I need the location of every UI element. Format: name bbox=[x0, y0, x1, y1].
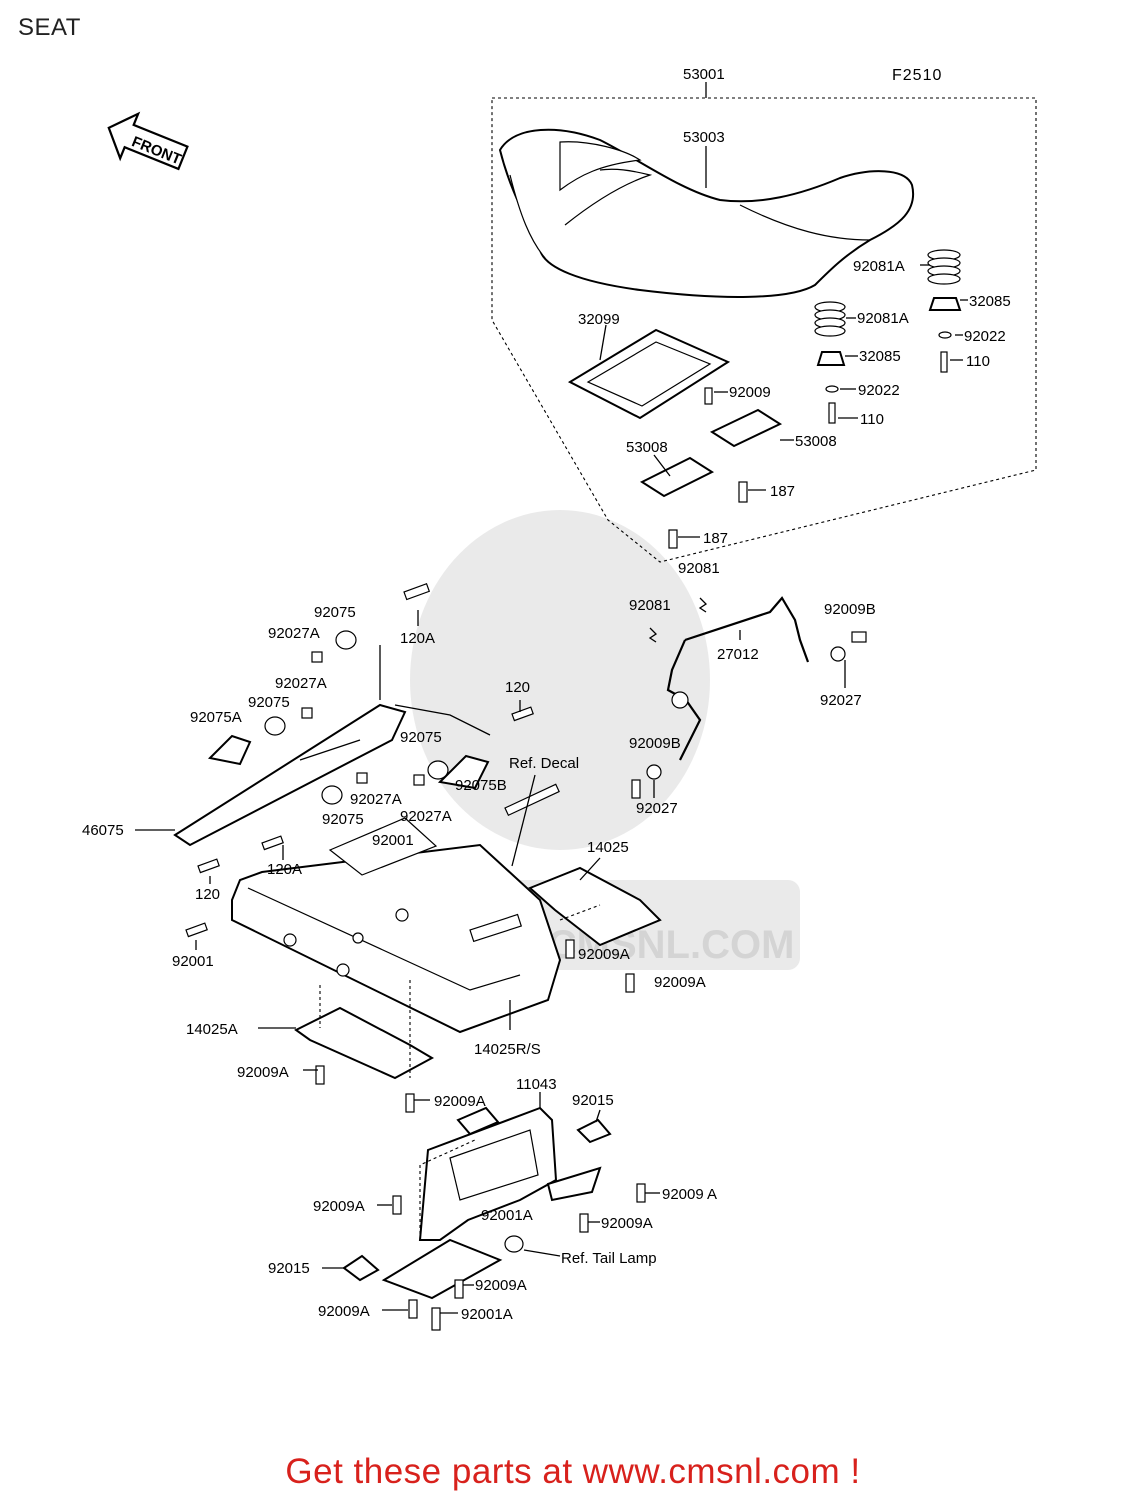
label-92027A: 92027A bbox=[350, 791, 402, 808]
label-92009A: 92009A bbox=[578, 946, 630, 963]
label-110: 110 bbox=[966, 353, 990, 370]
grab-rail bbox=[173, 703, 407, 847]
label-46075: 46075 bbox=[82, 822, 124, 839]
label-92075: 92075 bbox=[322, 811, 364, 828]
label-ref-tail-lamp: Ref. Tail Lamp bbox=[561, 1250, 657, 1267]
diagram-code: F2510 bbox=[892, 67, 942, 84]
spring-upper bbox=[927, 249, 961, 285]
label-92027A: 92027A bbox=[268, 625, 320, 642]
label-11043: 11043 bbox=[516, 1076, 557, 1093]
label-92081A: 92081A bbox=[857, 310, 909, 327]
tail-cover bbox=[231, 817, 562, 1034]
label-92027A: 92027A bbox=[275, 675, 327, 692]
label-53001: 53001 bbox=[683, 66, 725, 83]
label-187: 187 bbox=[770, 483, 795, 500]
label-92022: 92022 bbox=[964, 328, 1006, 345]
cap-92075B bbox=[437, 754, 490, 790]
damper-upper bbox=[928, 297, 962, 373]
spring-92081-b bbox=[648, 627, 658, 643]
storage-tray bbox=[567, 328, 731, 420]
label-92009A: 92009A bbox=[434, 1093, 486, 1110]
label-92009A: 92009A bbox=[601, 1215, 653, 1232]
seat-assembly-outline bbox=[491, 97, 1037, 563]
label-92027A: 92027A bbox=[400, 808, 452, 825]
label-92009A: 92009A bbox=[475, 1277, 527, 1294]
label-92075A: 92075A bbox=[190, 709, 242, 726]
bracket-left bbox=[639, 456, 715, 498]
label-53008: 53008 bbox=[795, 433, 837, 450]
label-92001: 92001 bbox=[372, 832, 414, 849]
clip-92015-lower bbox=[342, 1254, 380, 1282]
label-92009A: 92009A bbox=[237, 1064, 289, 1081]
label-14025A: 14025A bbox=[186, 1021, 238, 1038]
plate-14025A bbox=[294, 1006, 435, 1080]
label-27012: 27012 bbox=[717, 646, 759, 663]
decal bbox=[504, 783, 560, 817]
clip-92015-upper bbox=[576, 1118, 612, 1144]
label-53003: 53003 bbox=[683, 129, 725, 146]
label-ref-decal: Ref. Decal bbox=[509, 755, 579, 772]
label-120: 120 bbox=[195, 886, 220, 903]
label-92075: 92075 bbox=[314, 604, 356, 621]
label-92075B: 92075B bbox=[455, 777, 507, 794]
label-92027: 92027 bbox=[636, 800, 678, 817]
label-92015: 92015 bbox=[572, 1092, 614, 1109]
label-92009A: 92009A bbox=[654, 974, 706, 991]
label-92027: 92027 bbox=[820, 692, 862, 709]
label-32085: 32085 bbox=[969, 293, 1011, 310]
label-32099: 32099 bbox=[578, 311, 620, 328]
label-120: 120 bbox=[505, 679, 530, 696]
label-92009: 92009 bbox=[729, 384, 771, 401]
label-92075: 92075 bbox=[400, 729, 442, 746]
label-120A: 120A bbox=[400, 630, 435, 647]
page-title: SEAT bbox=[18, 14, 81, 41]
label-92009A: 92009 A bbox=[662, 1186, 717, 1203]
label-187: 187 bbox=[703, 530, 728, 547]
spring-92081-a bbox=[698, 597, 708, 613]
label-92081: 92081 bbox=[678, 560, 720, 577]
part-labels: 53001 53003 92081A 32085 92022 110 92081… bbox=[82, 66, 1011, 1323]
spring-lower bbox=[814, 301, 846, 337]
label-14025: 14025 bbox=[587, 839, 629, 856]
front-arrow-icon: FRONT bbox=[107, 111, 189, 171]
label-92015: 92015 bbox=[268, 1260, 310, 1277]
label-92022: 92022 bbox=[858, 382, 900, 399]
label-32085: 32085 bbox=[859, 348, 901, 365]
damper-lower bbox=[816, 351, 846, 424]
cap-92075A bbox=[207, 734, 252, 766]
cta-link[interactable]: Get these parts at www.cmsnl.com ! bbox=[285, 1452, 861, 1491]
bolt-120A-upper bbox=[403, 583, 431, 601]
label-92009A: 92009A bbox=[318, 1303, 370, 1320]
label-14025RS: 14025R/S bbox=[474, 1041, 541, 1058]
bracket-right bbox=[709, 408, 783, 448]
tail-bracket bbox=[381, 1106, 602, 1300]
label-110: 110 bbox=[860, 411, 884, 428]
label-92075: 92075 bbox=[248, 694, 290, 711]
label-92009A: 92009A bbox=[313, 1198, 365, 1215]
seat-lock-bracket bbox=[666, 596, 810, 761]
label-92009B: 92009B bbox=[824, 601, 876, 618]
label-92081A: 92081A bbox=[853, 258, 905, 275]
leader-lines bbox=[135, 264, 968, 1314]
label-92009B: 92009B bbox=[629, 735, 681, 752]
seat-cushion bbox=[498, 128, 915, 298]
label-92081: 92081 bbox=[629, 597, 671, 614]
label-92001A: 92001A bbox=[461, 1306, 513, 1323]
label-53008: 53008 bbox=[626, 439, 668, 456]
label-120A: 120A bbox=[267, 861, 302, 878]
label-92001A: 92001A bbox=[481, 1207, 533, 1224]
label-92001: 92001 bbox=[172, 953, 214, 970]
